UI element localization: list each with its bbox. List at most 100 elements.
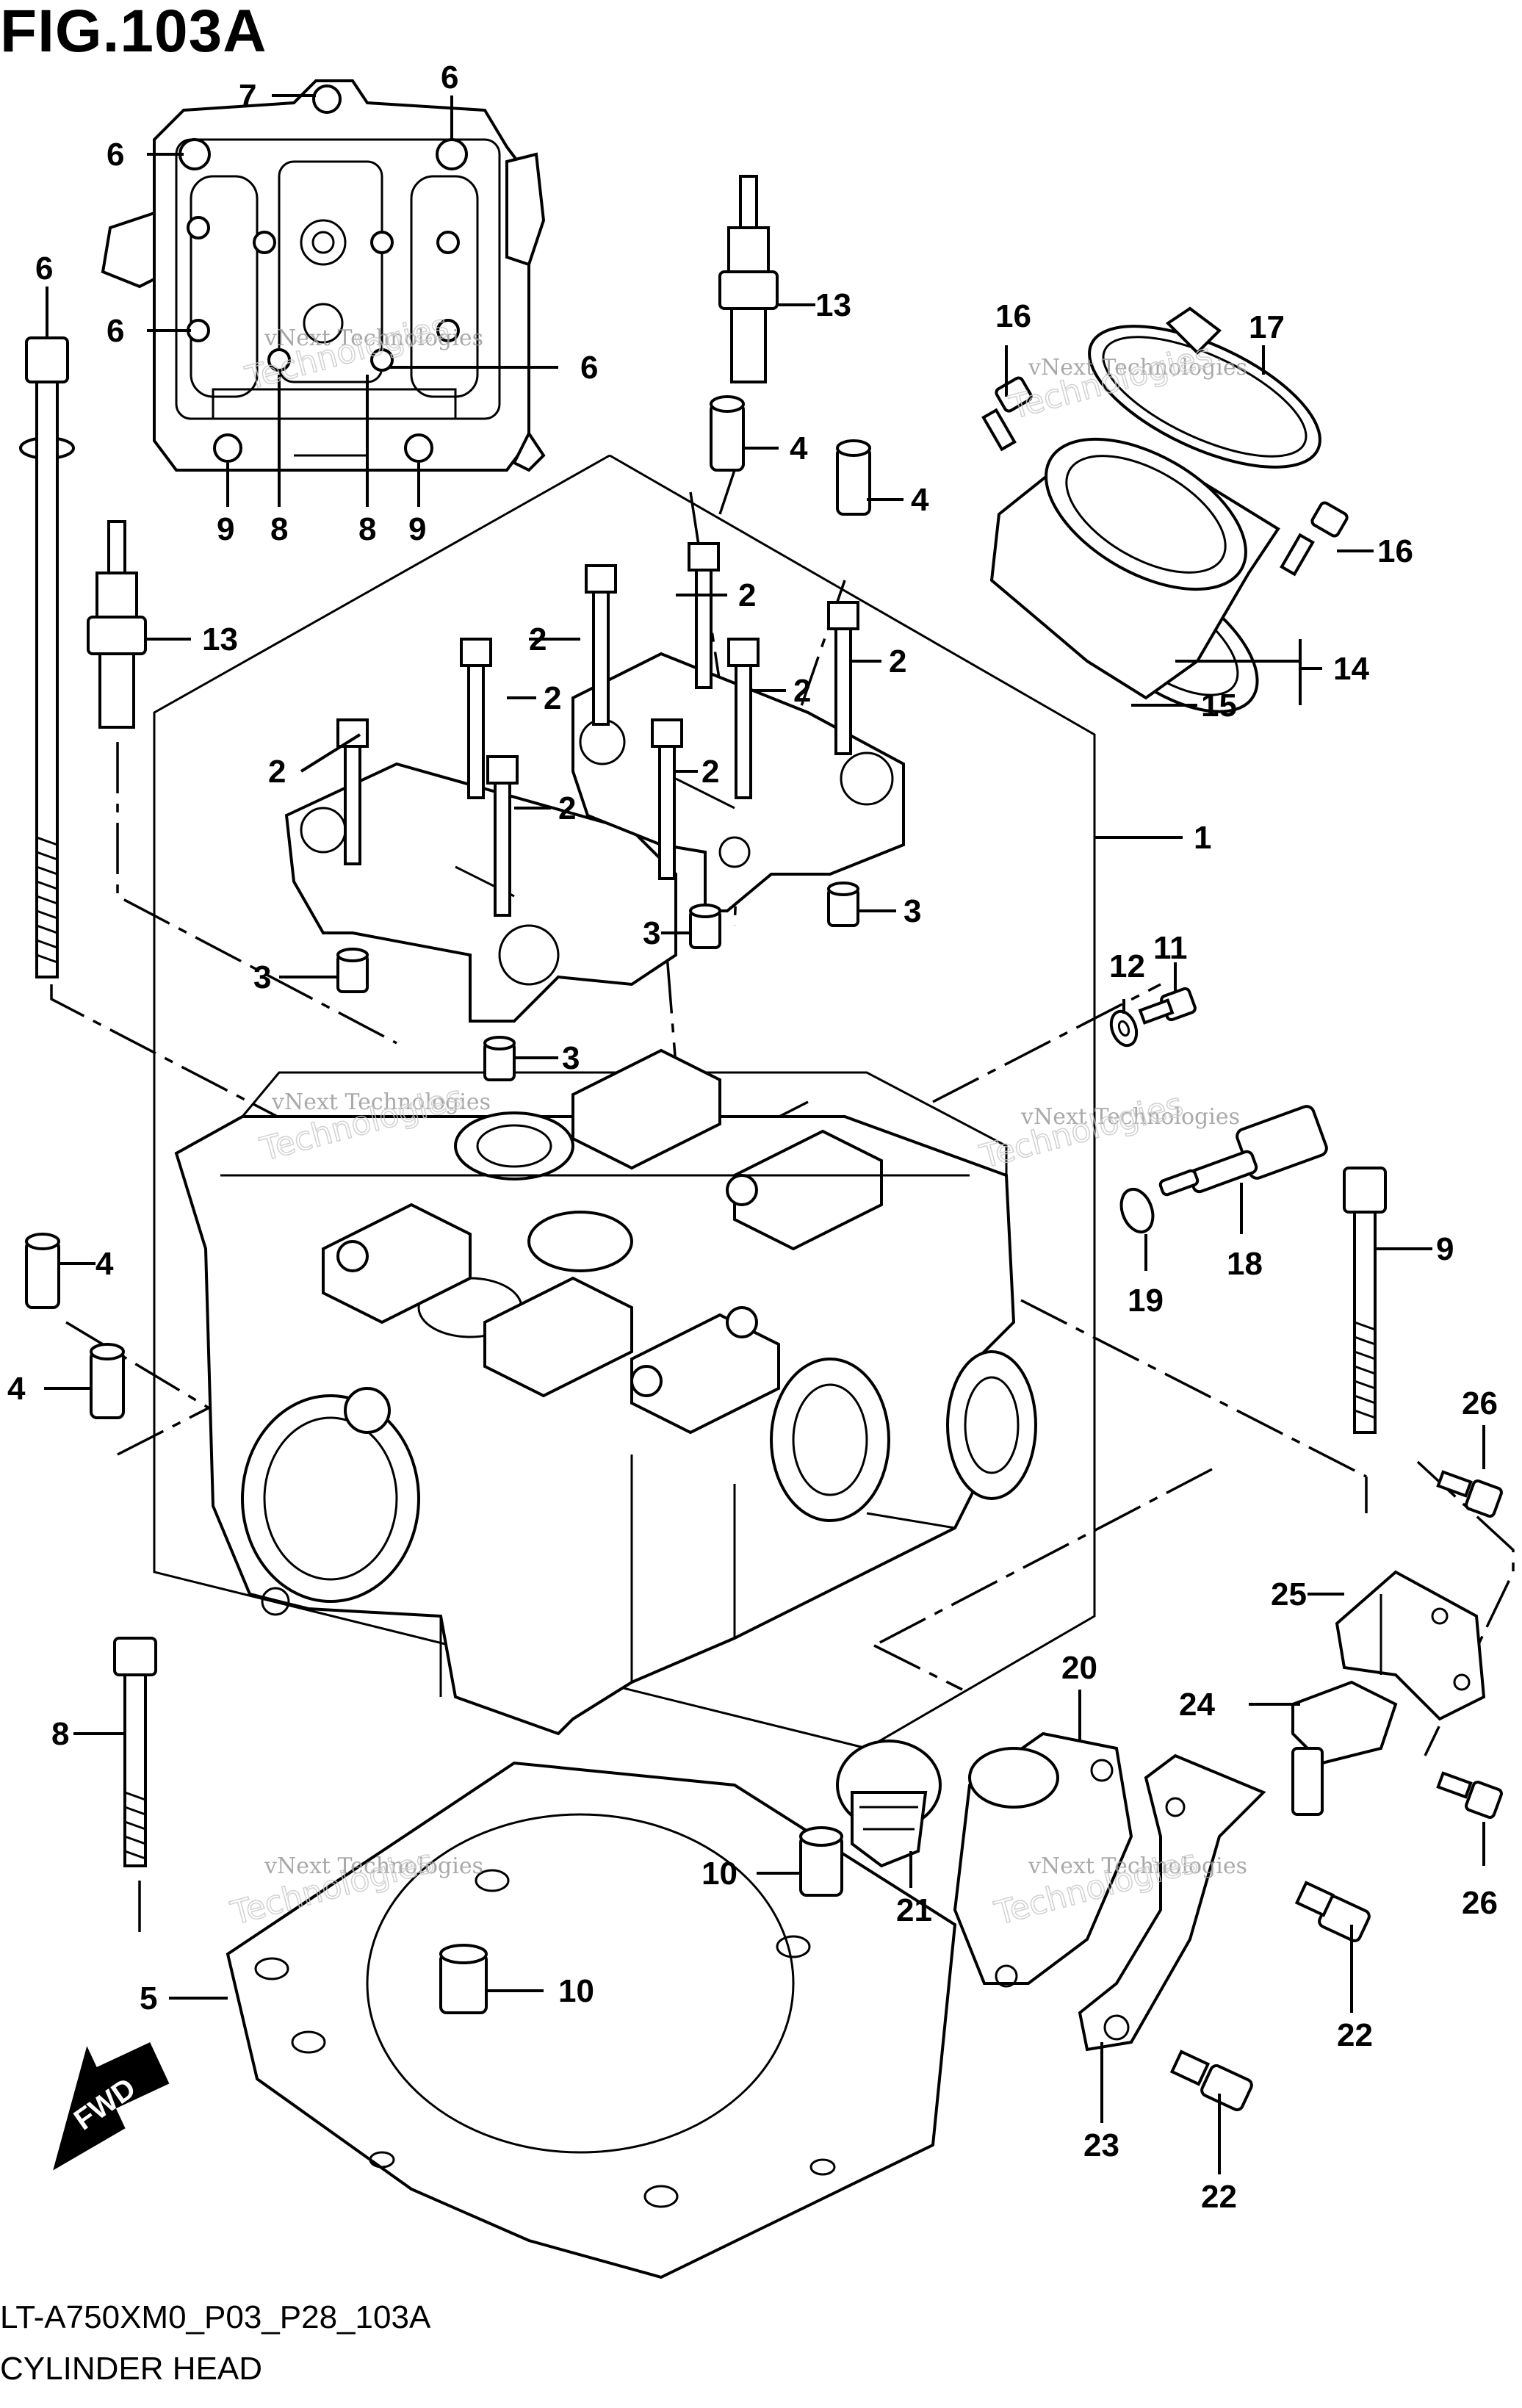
callout-13: 13 xyxy=(202,621,238,657)
callout-4: 4 xyxy=(95,1246,114,1282)
callout-5: 5 xyxy=(140,1980,157,2016)
callout-1: 1 xyxy=(1194,820,1211,856)
callout-26: 26 xyxy=(1462,1385,1498,1421)
callout-22: 22 xyxy=(1201,2179,1237,2215)
bolt-22 xyxy=(1169,2050,1253,2111)
callout-21: 21 xyxy=(896,1892,932,1928)
bolt-2 xyxy=(651,718,683,880)
dowel-pin-3 xyxy=(483,1036,516,1081)
screw-11 xyxy=(1138,987,1197,1025)
callout-2: 2 xyxy=(793,673,811,709)
callout-25: 25 xyxy=(1271,1576,1307,1612)
dowel-pin-10 xyxy=(799,1826,843,1897)
dowel-pin-3 xyxy=(827,882,859,927)
callout-3: 3 xyxy=(562,1040,580,1076)
callout-4: 4 xyxy=(790,430,808,466)
temperature-sensor-18 xyxy=(1158,1105,1328,1197)
cylinder-head-bolt-8 xyxy=(113,1637,157,1867)
callout-8: 8 xyxy=(270,511,288,547)
callout-9: 9 xyxy=(408,511,426,547)
callout-22: 22 xyxy=(1337,2017,1373,2053)
head-gasket-5 xyxy=(226,1761,957,2279)
thermostat-21 xyxy=(836,1740,942,1868)
figure-caption: CYLINDER HEAD xyxy=(0,2351,262,2387)
callout-2: 2 xyxy=(544,680,561,716)
thermostat-housing-20 xyxy=(953,1731,1133,1988)
figure-title: FIG.103A xyxy=(0,0,267,65)
callout-11: 11 xyxy=(1153,930,1188,966)
spacer-24 xyxy=(1291,1680,1398,1816)
callout-15: 15 xyxy=(1201,688,1237,724)
callout-8: 8 xyxy=(358,511,376,547)
callout-10: 10 xyxy=(702,1856,737,1892)
callout-7: 7 xyxy=(239,78,256,114)
cylinder-head-bolt-6 xyxy=(19,336,75,978)
callout-3: 3 xyxy=(904,893,921,929)
bolt-2 xyxy=(827,601,859,755)
callout-6: 6 xyxy=(441,60,458,95)
bolt-2 xyxy=(460,638,492,799)
callout-17: 17 xyxy=(1249,309,1285,345)
watermark-outline: Technologies xyxy=(976,1086,1187,1176)
dowel-pin-3 xyxy=(336,948,369,993)
callout-3: 3 xyxy=(643,915,660,951)
dowel-pin-3 xyxy=(689,904,721,949)
water-pipe-23 xyxy=(1078,1753,1266,2052)
bolt-2 xyxy=(585,564,617,726)
callout-24: 24 xyxy=(1179,1687,1215,1723)
sleeve-4 xyxy=(710,395,745,472)
callout-9: 9 xyxy=(217,511,234,547)
clamp-screw-16 xyxy=(1280,501,1349,577)
spark-plug-13 xyxy=(718,175,779,383)
spark-plug-13 xyxy=(87,520,147,729)
washer-12 xyxy=(1109,1009,1139,1048)
callout-3: 3 xyxy=(253,959,271,995)
bolt-26 xyxy=(1436,1771,1503,1819)
gasket-19 xyxy=(1119,1187,1155,1234)
bolt-2 xyxy=(688,542,720,689)
cylinder-head-body xyxy=(174,1048,1037,1736)
callout-9: 9 xyxy=(1436,1231,1454,1267)
callout-2: 2 xyxy=(702,754,719,790)
callout-2: 2 xyxy=(529,621,547,657)
callout-6: 6 xyxy=(107,313,124,349)
watermark-text: vNext Technologies xyxy=(1020,1104,1240,1130)
callout-14: 14 xyxy=(1333,651,1369,687)
callout-18: 18 xyxy=(1227,1246,1263,1282)
callout-4: 4 xyxy=(911,482,929,518)
callout-6: 6 xyxy=(35,250,53,286)
bolt-22 xyxy=(1294,1881,1371,1942)
bolt-2 xyxy=(727,638,760,799)
sleeve-4 xyxy=(90,1343,125,1419)
oil-jet-sleeves xyxy=(25,395,871,1419)
callout-2: 2 xyxy=(738,577,756,613)
camshaft-holder-bolts xyxy=(336,542,859,917)
callout-2: 2 xyxy=(268,754,286,790)
callout-12: 12 xyxy=(1109,948,1145,984)
cylinder-head-top-view xyxy=(101,79,546,472)
sleeve-4 xyxy=(836,439,871,516)
bracket-25 xyxy=(1335,1570,1486,1721)
bolt-26 xyxy=(1436,1470,1503,1518)
bolt-2 xyxy=(336,718,369,865)
drawing-code: LT-A750XM0_P03_P28_103A xyxy=(0,2299,431,2335)
forward-direction-arrow: FWD xyxy=(53,2042,170,2171)
watermark-text: vNext Technologies xyxy=(264,1853,483,1879)
callout-2: 2 xyxy=(558,790,576,826)
bolt-2 xyxy=(486,755,519,917)
callout-labels: 7 6 6 6 6 6 9 8 8 9 13 13 4 4 16 17 16 1… xyxy=(7,60,1498,2215)
cylinder-head-bolt-9 xyxy=(1343,1167,1387,1434)
dowel-pins xyxy=(336,882,859,1081)
dowel-pin-10 xyxy=(439,1944,488,2014)
callout-16: 16 xyxy=(995,298,1031,334)
callout-19: 19 xyxy=(1128,1283,1164,1319)
watermark-text: vNext Technologies xyxy=(1028,1853,1247,1879)
callout-26: 26 xyxy=(1462,1885,1498,1921)
intake-pipe-assembly xyxy=(989,306,1321,713)
watermark-text: vNext Technologies xyxy=(1028,355,1247,381)
callout-13: 13 xyxy=(815,287,851,323)
sleeve-4 xyxy=(25,1233,60,1309)
callout-4: 4 xyxy=(7,1371,26,1407)
